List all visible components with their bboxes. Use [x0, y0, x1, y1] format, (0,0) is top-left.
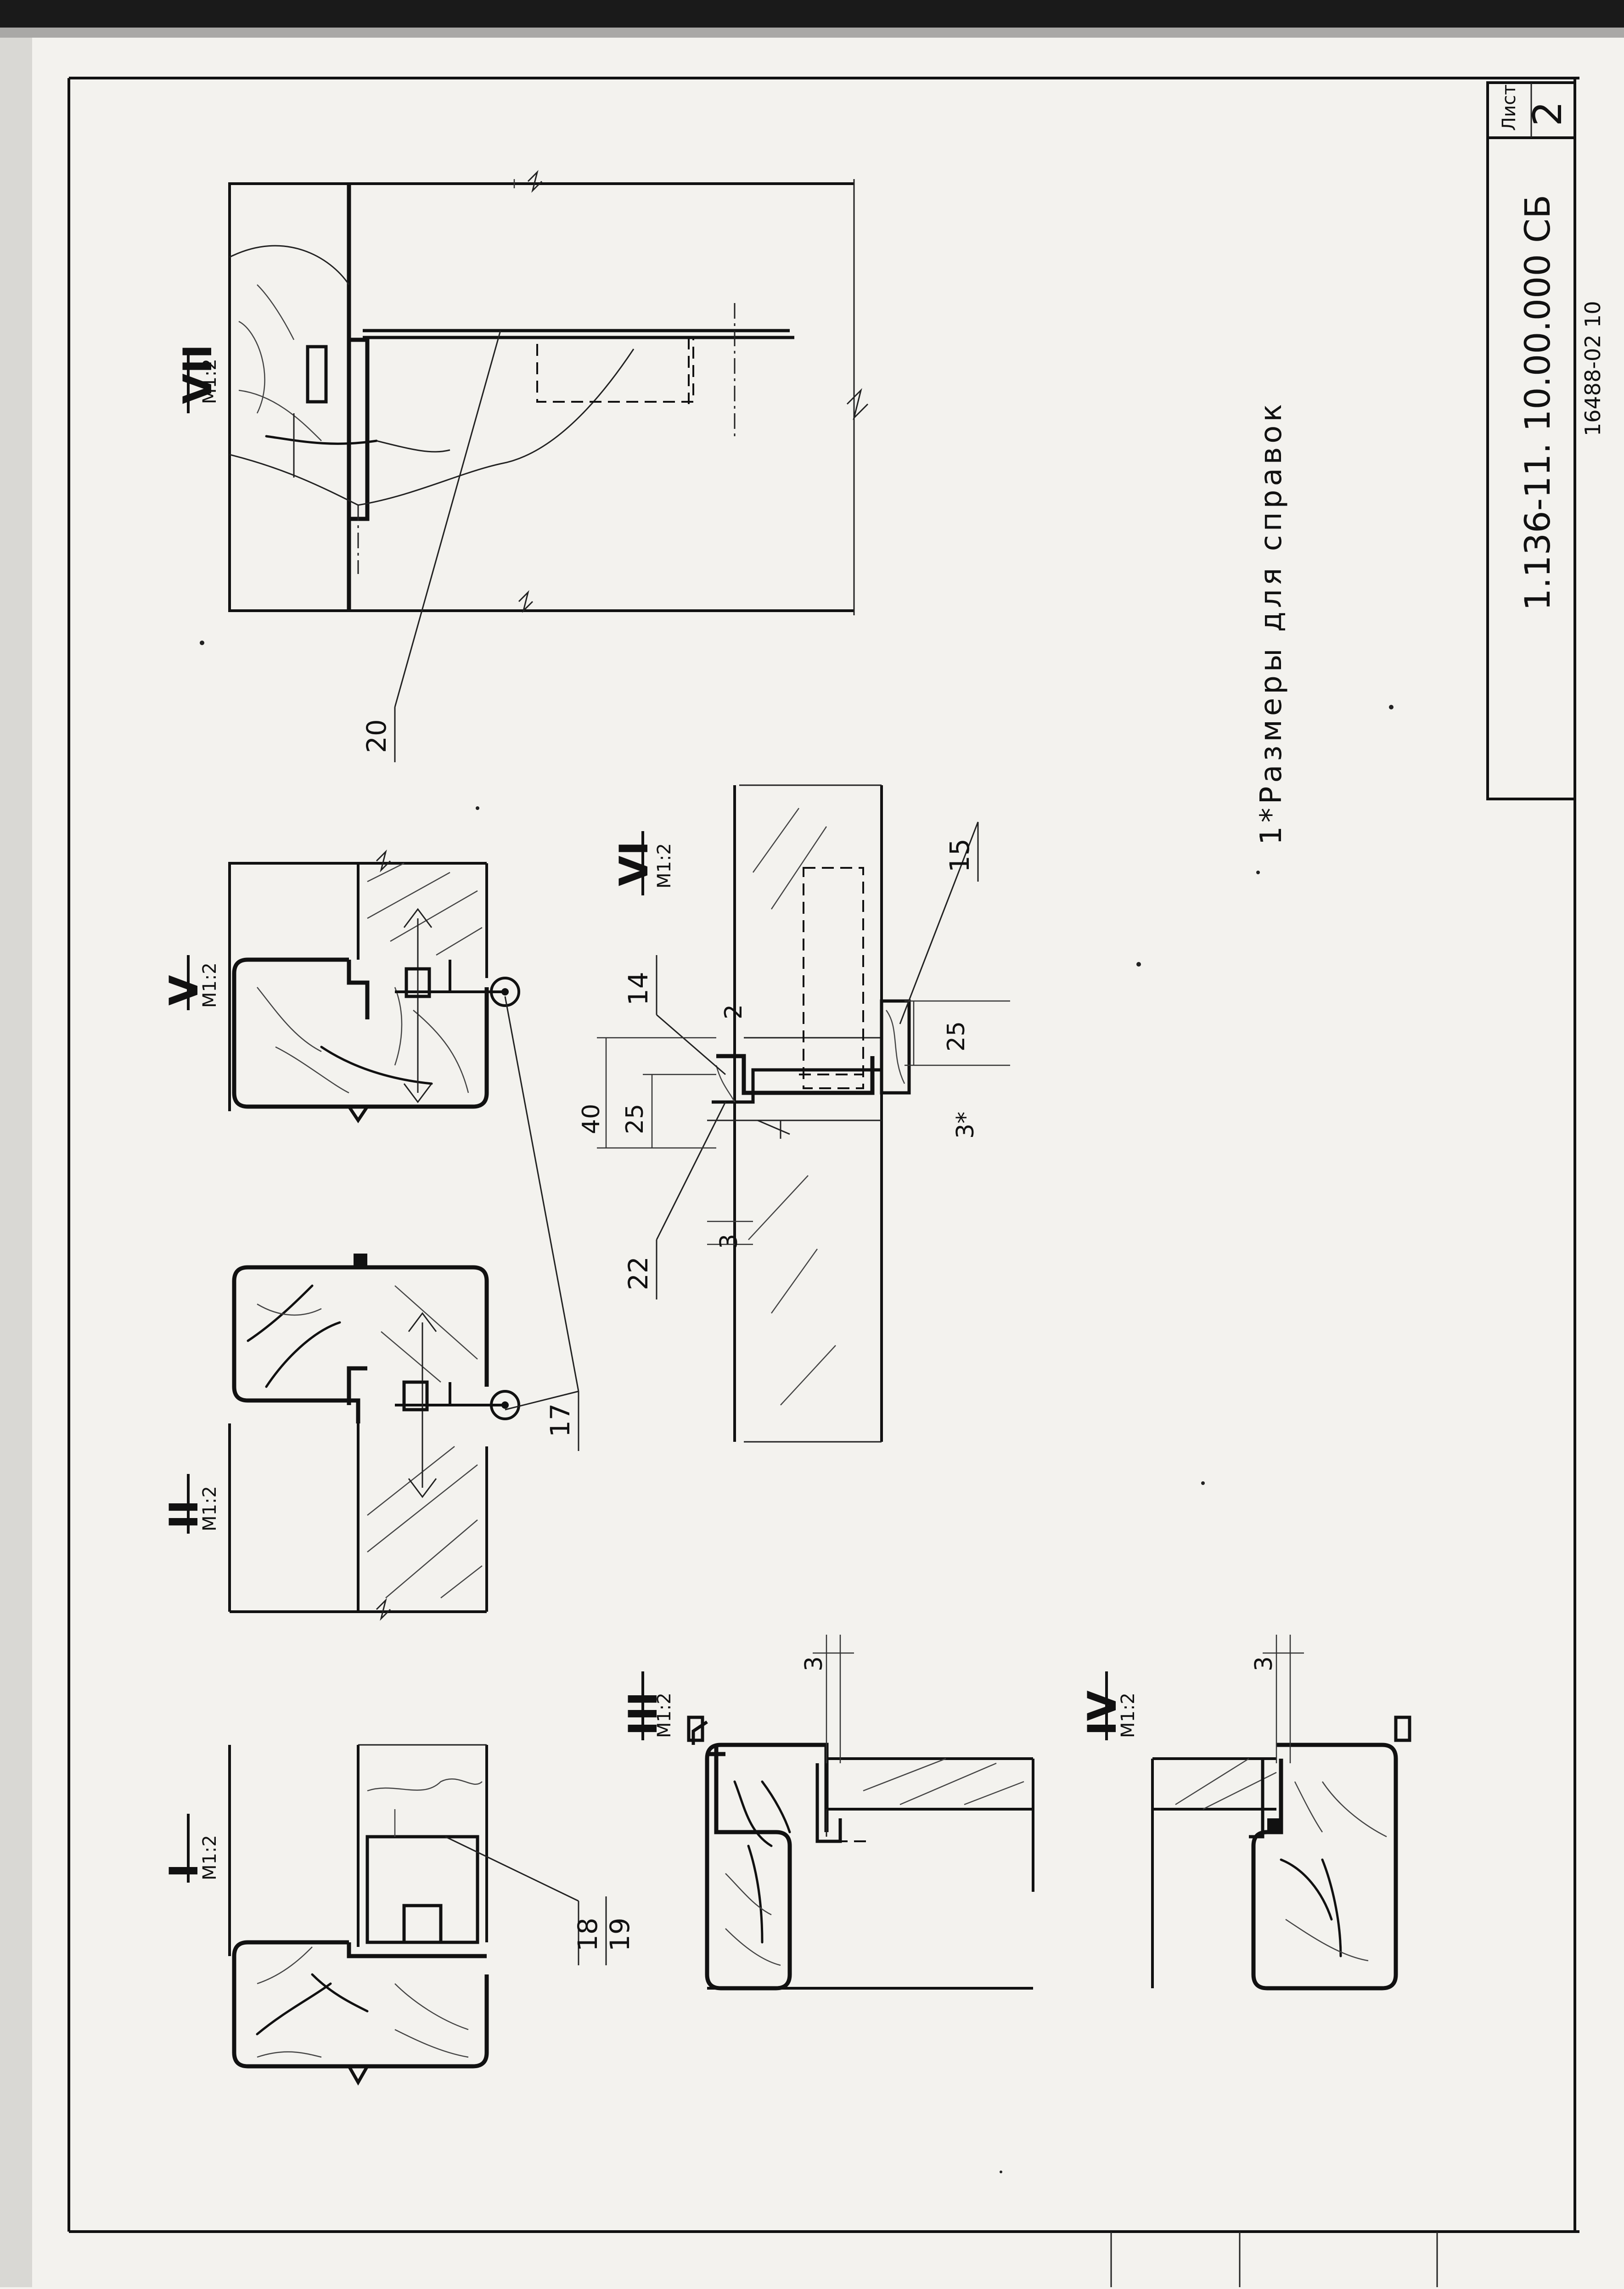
view-II: II М1:2 [161, 1254, 520, 1621]
view-II-label: II [161, 1500, 207, 1529]
dim-3-iv: 3 [1250, 1656, 1278, 1671]
callout-14: 14 [623, 972, 654, 1006]
callout-15: 15 [944, 838, 975, 872]
view-I: I М1:2 [161, 1744, 489, 2086]
view-VI-label: VI [611, 841, 657, 886]
dim-3-iii: 3 [800, 1656, 828, 1671]
callout-22: 22 [623, 1256, 654, 1290]
title-block: Лист 2 1.136-11. 10.00.000 СБ 16488-02 1… [1486, 81, 1605, 800]
view-IV-label: IV [1079, 1690, 1125, 1736]
document-code: 1.136-11. 10.00.000 СБ [1517, 195, 1558, 611]
view-V-label: V [161, 975, 207, 1006]
dim-3-star: 3* [952, 1112, 979, 1139]
view-I-label: I [161, 1863, 207, 1878]
view-VII: VII М1:2 [175, 170, 869, 615]
footer-fragment: 16488-02 10 [1580, 301, 1605, 436]
view-I-scale: М1:2 [199, 1835, 220, 1880]
view-II-scale: М1:2 [199, 1486, 220, 1531]
sheet-number: 2 [1525, 101, 1571, 126]
view-III-scale: М1:2 [654, 1693, 675, 1738]
callout-20: 20 [361, 719, 392, 753]
view-IV-scale: М1:2 [1118, 1693, 1139, 1738]
scan-specks [200, 641, 1394, 2173]
view-VII-scale: М1:2 [199, 359, 220, 404]
note-text: 1*Размеры для справок [1254, 400, 1288, 845]
view-III: III М1:2 3 [620, 1635, 1034, 1991]
view-V: V М1:2 [161, 849, 520, 1124]
callout-19: 19 [604, 1918, 635, 1952]
view-VI-scale: М1:2 [654, 843, 675, 889]
dim-25-left: 25 [621, 1104, 649, 1134]
view-IV: IV М1:2 3 [1079, 1635, 1411, 1991]
dim-40: 40 [578, 1104, 605, 1134]
view-VI: VI М1:2 [611, 784, 911, 1443]
dim-2: 2 [720, 1004, 747, 1019]
callout-18: 18 [572, 1918, 603, 1952]
dim-3-vi: 3 [715, 1234, 743, 1249]
callout-17: 17 [545, 1403, 576, 1437]
view-VII-label: VII [175, 344, 221, 404]
view-VI-dimensions: 40 25 25 3* 2 3 [578, 1000, 1010, 1249]
drawing-frame [67, 77, 1579, 2287]
sheet-label: Лист [1499, 84, 1520, 131]
dim-25-right: 25 [943, 1021, 970, 1052]
view-V-scale: М1:2 [199, 962, 220, 1008]
